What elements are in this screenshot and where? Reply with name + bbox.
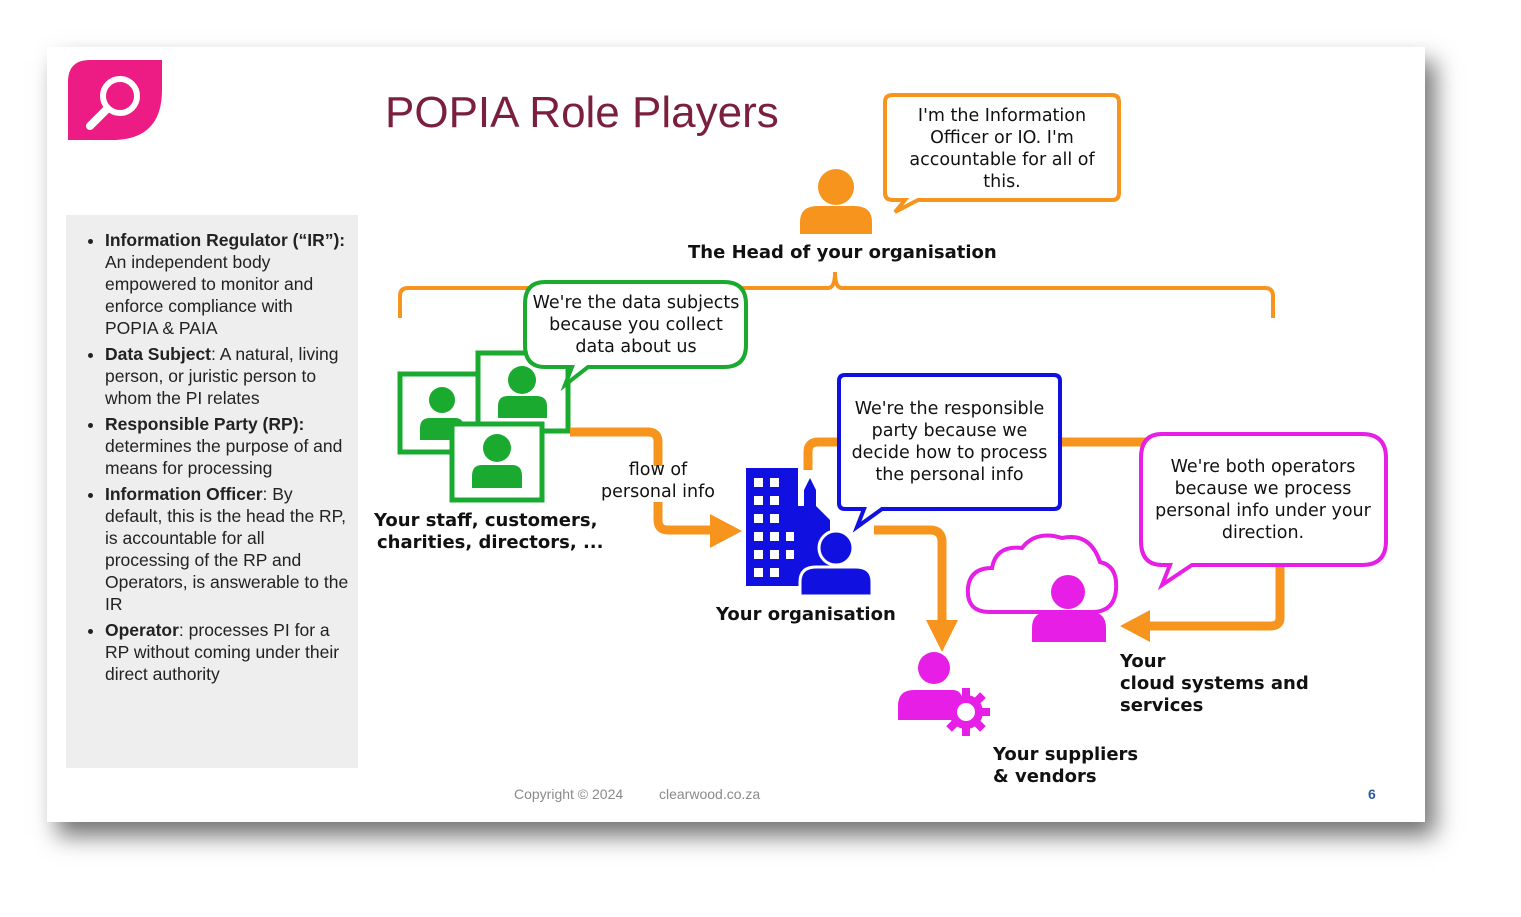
responsible-party-speech-bubble xyxy=(837,373,1062,533)
data-subjects-label-line1: Your staff, customers, xyxy=(374,510,598,531)
operators-bubble-text: We're both operators because we process … xyxy=(1155,457,1371,543)
data-subjects-speech-bubble xyxy=(523,280,748,392)
organisation-label: Your organisation xyxy=(716,604,896,625)
page-title: POPIA Role Players xyxy=(385,88,779,137)
footer-website: clearwood.co.za xyxy=(659,786,761,802)
arrow-to-suppliers xyxy=(926,620,958,652)
suppliers-label-line2: & vendors xyxy=(993,766,1097,787)
head-label: The Head of your organisation xyxy=(688,242,997,263)
operators-speech-bubble xyxy=(1139,432,1388,591)
term: Operator xyxy=(105,620,179,640)
data-subjects-label-line2: charities, directors, ... xyxy=(377,532,604,553)
cloud-systems-icon xyxy=(965,533,1119,642)
head-speech-bubble xyxy=(883,93,1121,214)
page-number: 6 xyxy=(1368,786,1376,802)
data-subjects-icon xyxy=(397,350,571,503)
definitions-list: Information Regulator (“IR”): An indepen… xyxy=(66,215,358,685)
cloud-label-line3: services xyxy=(1120,695,1204,716)
list-item: Data Subject: A natural, living person, … xyxy=(105,343,350,409)
arrow-to-cloud xyxy=(1120,610,1150,642)
term: Information Officer xyxy=(105,484,263,504)
hierarchy-bracket xyxy=(398,271,1275,318)
definition: determines the purpose of and means for … xyxy=(105,436,343,478)
magnifier-icon xyxy=(68,60,162,140)
list-item: Information Regulator (“IR”): An indepen… xyxy=(105,229,350,339)
flow-label-line1: flow of xyxy=(628,460,688,480)
definition: : processes PI for a RP without coming u… xyxy=(105,620,340,684)
head-bubble-text: I'm the Information Officer or IO. I'm a… xyxy=(909,106,1095,192)
head-person-icon xyxy=(800,169,872,234)
organisation-building-icon xyxy=(746,468,874,598)
data-subjects-bubble-text: We're the data subjects because you coll… xyxy=(532,293,740,357)
list-item: Information Officer: By default, this is… xyxy=(105,483,350,615)
list-item: Operator: processes PI for a RP without … xyxy=(105,619,350,685)
supplier-gear-person-icon xyxy=(898,652,990,736)
definition: : By default, this is the head the RP, i… xyxy=(105,484,349,614)
footer-copyright: Copyright © 2024 xyxy=(514,786,624,802)
definition: An independent body empowered to monitor… xyxy=(105,252,314,338)
flow-arrow xyxy=(570,427,742,548)
term: Data Subject xyxy=(105,344,211,364)
cloud-label-line1: Your xyxy=(1120,651,1166,672)
responsible-party-bubble-text: We're the responsible party because we d… xyxy=(851,399,1048,485)
term: Information Regulator (“IR”): xyxy=(105,230,346,250)
definitions-panel: Information Regulator (“IR”): An indepen… xyxy=(66,215,358,768)
cloud-label-line2: cloud systems and xyxy=(1120,673,1309,694)
flow-label-line2: personal info xyxy=(601,482,715,502)
term: Responsible Party (RP): xyxy=(105,414,305,434)
list-item: Responsible Party (RP): determines the p… xyxy=(105,413,350,479)
definition: : A natural, living person, or juristic … xyxy=(105,344,339,408)
suppliers-label-line1: Your suppliers xyxy=(993,744,1139,765)
